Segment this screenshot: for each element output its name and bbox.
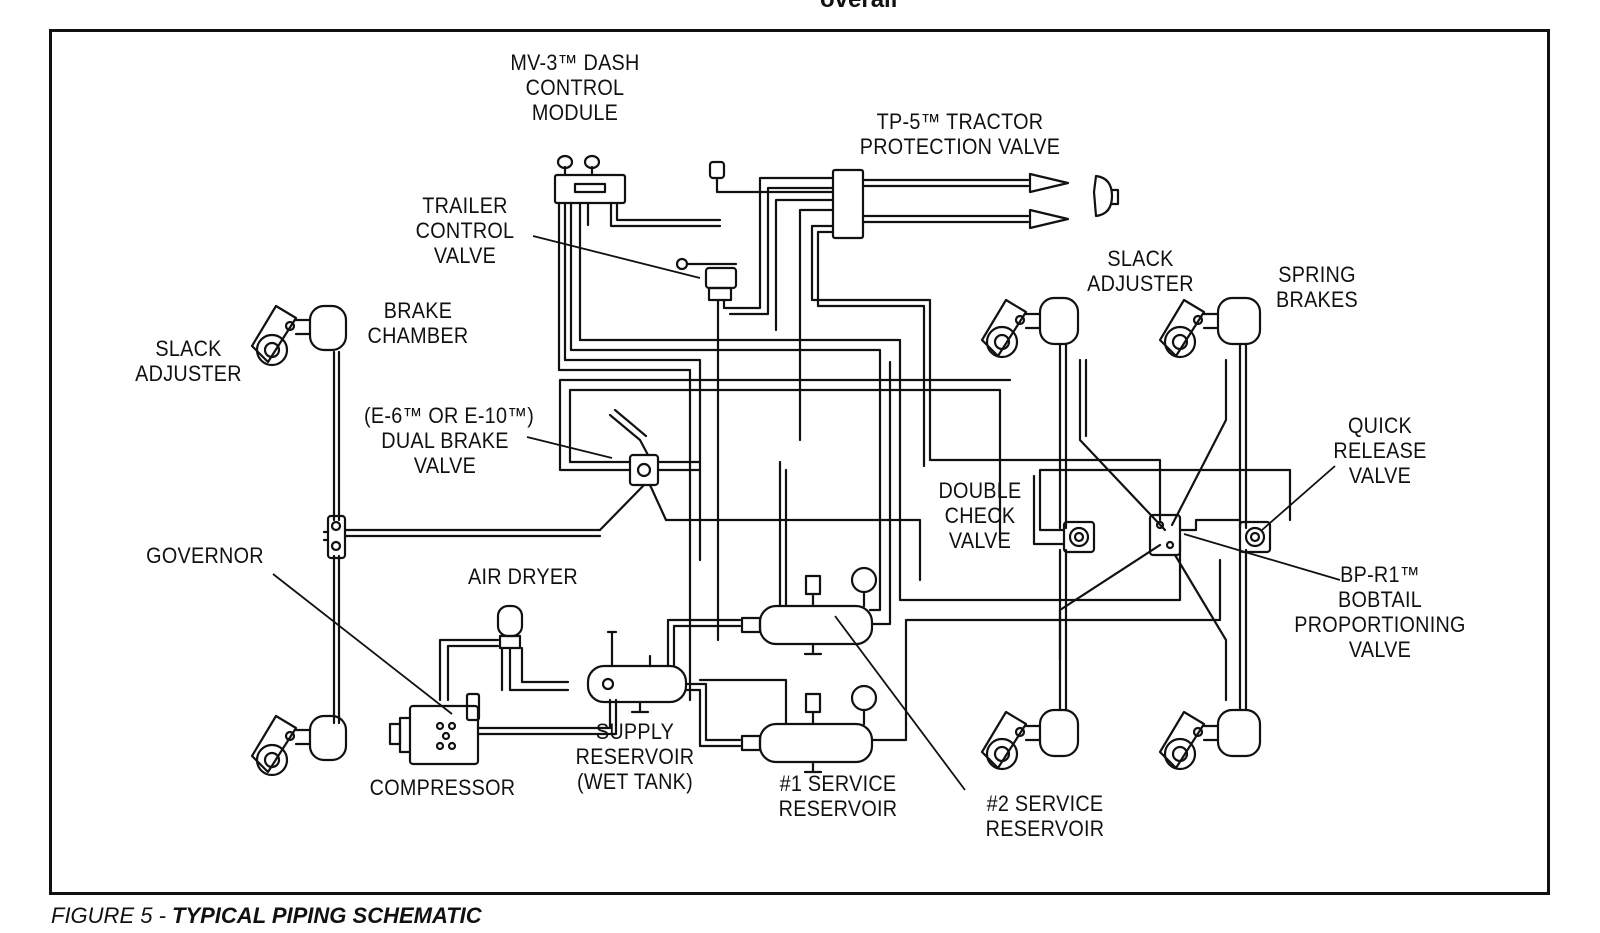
label-brake-chamber-line2: CHAMBER (367, 323, 469, 348)
label-bpr1-line4: VALVE (1348, 637, 1412, 662)
brake-chamber-bottom-right-2 (1158, 708, 1262, 771)
label-bpr1-valve: BP-R1™ BOBTAIL PROPORTIONING VALVE (1290, 562, 1470, 662)
brake-chamber-bottom-right-1 (980, 708, 1080, 771)
label-svc2-line1: #2 SERVICE (986, 791, 1104, 816)
label-service-reservoir-2: #2 SERVICE RESERVOIR (973, 791, 1117, 841)
label-service-reservoir-1: #1 SERVICE RESERVOIR (766, 771, 910, 821)
label-brake-chamber: BRAKE CHAMBER (364, 298, 472, 348)
label-supply-reservoir: SUPPLY RESERVOIR (WET TANK) (572, 719, 698, 794)
supply-reservoir (586, 618, 742, 748)
label-spring-brakes: SPRING BRAKES (1268, 262, 1367, 312)
label-dcv-line2: CHECK (944, 503, 1016, 528)
label-compressor: COMPRESSOR (369, 775, 516, 800)
label-tp5: TP-5™ TRACTOR PROTECTION VALVE (852, 109, 1068, 159)
label-dual-line2: DUAL BRAKE (381, 428, 509, 453)
label-supply-line1: SUPPLY (595, 719, 675, 744)
leader-lines (272, 235, 1341, 791)
figure-frame (49, 29, 1550, 895)
label-spring-line1: SPRING (1278, 262, 1356, 287)
leader-dual-brake (526, 436, 613, 459)
leader-quick-release (1261, 465, 1336, 531)
label-mv3-line1: MV-3™ DASH (510, 50, 640, 75)
service-reservoir-1 (740, 558, 1222, 774)
left-axle-line (332, 350, 341, 725)
label-dcv-line3: VALVE (948, 528, 1012, 553)
label-dual-brake-valve: (E-6™ OR E-10™) DUAL BRAKE VALVE (364, 403, 535, 478)
label-tp5-line2: PROTECTION VALVE (859, 134, 1061, 159)
tp5-protection-valve (708, 160, 1162, 522)
leader-governor (272, 573, 453, 715)
bpr1-valve (1148, 513, 1242, 557)
label-bpr1-line2: BOBTAIL (1337, 587, 1423, 612)
label-tcv-line3: VALVE (433, 243, 497, 268)
figure-caption: FIGURE 5 - TYPICAL PIPING SCHEMATIC (51, 903, 482, 929)
leader-trailer-control (532, 235, 701, 279)
right-quick-release-valve (1238, 520, 1272, 554)
label-double-check-valve: DOUBLE CHECK VALVE (931, 478, 1030, 553)
label-slack-left-line2: ADJUSTER (135, 361, 242, 386)
label-dual-line1: (E-6™ OR E-10™) (364, 403, 535, 428)
label-mv3: MV-3™ DASH CONTROL MODULE (508, 50, 643, 125)
caption-title: TYPICAL PIPING SCHEMATIC (172, 903, 482, 928)
label-spring-line2: BRAKES (1276, 287, 1358, 312)
label-slack-adjuster-right: SLACK ADJUSTER (1084, 246, 1197, 296)
label-slack-right-line2: ADJUSTER (1087, 271, 1194, 296)
label-tcv-line1: TRAILER (422, 193, 508, 218)
label-mv3-line3: MODULE (531, 100, 619, 125)
label-qr-line2: RELEASE (1333, 438, 1427, 463)
label-dual-line3: VALVE (413, 453, 477, 478)
brake-chamber-top-right-1 (980, 296, 1080, 359)
service-reservoir-2 (698, 360, 892, 726)
label-quick-release-valve: QUICK RELEASE VALVE (1331, 413, 1430, 488)
mv3-dash-module (553, 154, 722, 372)
label-slack-left-line1: SLACK (155, 336, 222, 361)
air-dryer (438, 604, 570, 702)
header-fragment: overall (820, 0, 897, 14)
label-svc1-line1: #1 SERVICE (779, 771, 897, 796)
label-air-dryer: AIR DRYER (468, 564, 578, 589)
brake-chamber-bottom-left (250, 714, 348, 777)
label-trailer-control-valve: TRAILER CONTROL VALVE (411, 193, 519, 268)
label-qr-line3: VALVE (1348, 463, 1412, 488)
left-quick-release-valve (322, 514, 602, 560)
dual-brake-valve (558, 378, 1012, 582)
label-svc1-line2: RESERVOIR (778, 796, 898, 821)
label-supply-line3: (WET TANK) (576, 769, 693, 794)
right-trunk-lines (557, 338, 1182, 702)
label-bpr1-line1: BP-R1™ (1340, 562, 1420, 587)
trailer-control-valve (675, 257, 742, 642)
leader-bpr1 (1183, 533, 1341, 581)
compressor (388, 698, 618, 766)
right-axle-lines (1058, 342, 1248, 712)
brake-chamber-top-left (250, 304, 348, 367)
label-slack-right-line1: SLACK (1107, 246, 1174, 271)
label-svc2-line2: RESERVOIR (985, 816, 1105, 841)
label-slack-adjuster-left: SLACK ADJUSTER (132, 336, 245, 386)
label-tcv-line2: CONTROL (415, 218, 515, 243)
label-governor: GOVERNOR (146, 543, 264, 568)
caption-prefix: FIGURE 5 - (51, 903, 173, 928)
double-check-valve (1032, 468, 1292, 554)
label-supply-line2: RESERVOIR (575, 744, 695, 769)
label-tp5-line1: TP-5™ TRACTOR (876, 109, 1044, 134)
label-bpr1-line3: PROPORTIONING (1294, 612, 1466, 637)
label-qr-line1: QUICK (1347, 413, 1413, 438)
leader-service-2 (834, 615, 966, 791)
label-brake-chamber-line1: BRAKE (383, 298, 453, 323)
label-mv3-line2: CONTROL (525, 75, 625, 100)
label-dcv-line1: DOUBLE (938, 478, 1022, 503)
